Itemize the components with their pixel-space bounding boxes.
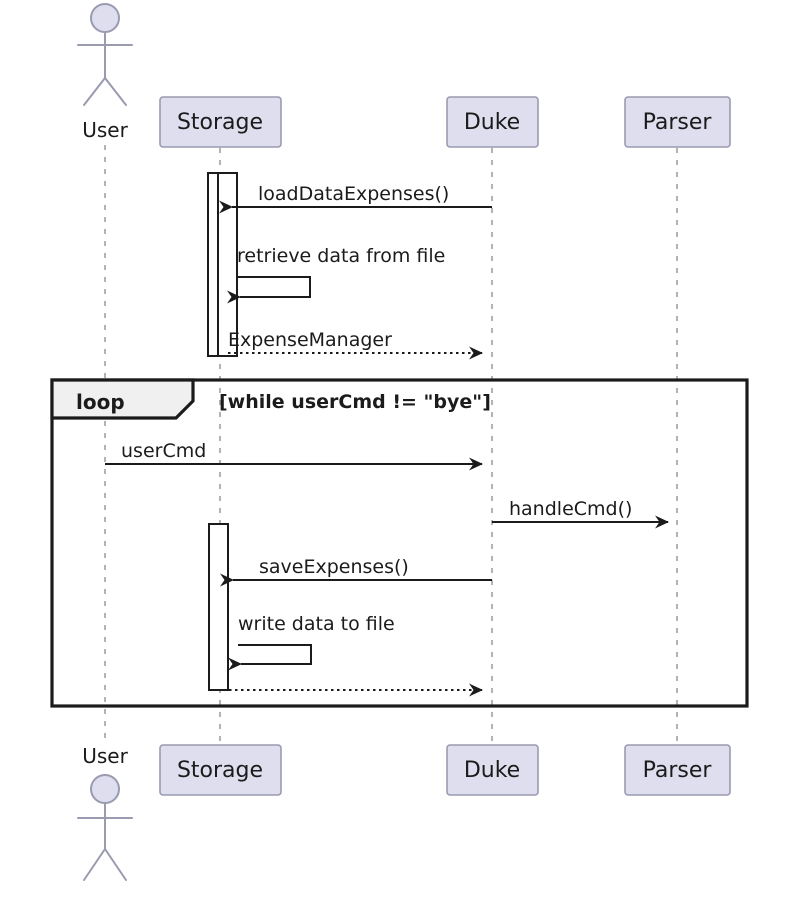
loop-frame-guard-label: [while userCmd != "bye"] (219, 391, 491, 413)
message-expense-manager-return[interactable]: ExpenseManager (228, 329, 483, 360)
loop-frame-tab-label: loop (76, 390, 125, 414)
message-label-save-expenses: saveExpenses() (259, 556, 409, 578)
participant-duke-bottom[interactable]: Duke (446, 744, 539, 796)
participant-label-duke-top: Duke (464, 110, 520, 135)
actor-head-icon (90, 3, 120, 33)
message-label-expense-manager: ExpenseManager (228, 329, 392, 351)
message-write-data-to-file[interactable]: write data to file (228, 613, 395, 671)
activation-bar-storage-inner (217, 172, 238, 357)
participant-box-storage-top (159, 96, 282, 148)
actor-user-top[interactable]: User (77, 3, 133, 142)
message-label-write-data-to-file: write data to file (238, 613, 395, 635)
actor-head-icon-bottom (90, 774, 120, 804)
loop-frame-outline (50, 378, 749, 708)
participant-label-parser-bottom: Parser (643, 758, 713, 783)
participant-label-parser-top: Parser (643, 110, 713, 135)
message-retrieve-data-from-file[interactable]: retrieve data from file (227, 245, 445, 304)
message-selfloop-write-data-to-file (228, 644, 312, 671)
participant-box-duke-top (446, 96, 539, 148)
actor-left-leg-line (83, 77, 106, 106)
message-handle-cmd[interactable]: handleCmd() (492, 498, 669, 529)
actor-right-leg-line (104, 77, 127, 106)
actor-user-bottom[interactable]: User (77, 744, 133, 881)
participant-label-duke-bottom: Duke (464, 758, 520, 783)
participant-duke-top[interactable]: Duke (446, 96, 539, 148)
loop-frame-tab (50, 378, 195, 420)
participant-box-parser-bottom (624, 744, 731, 796)
message-save-expenses[interactable]: saveExpenses() (220, 556, 492, 587)
participant-box-duke-bottom (446, 744, 539, 796)
participant-parser-top[interactable]: Parser (624, 96, 731, 148)
participant-label-storage-top: Storage (177, 110, 263, 135)
message-label-load-data-expenses: loadDataExpenses() (258, 183, 449, 205)
actor-right-leg-line-bottom (104, 848, 127, 881)
actor-left-leg-line-bottom (83, 848, 106, 881)
message-selfloop-retrieve-data-from-file (227, 276, 311, 304)
actor-label-user-bottom: User (82, 744, 128, 768)
message-label-retrieve-data-from-file: retrieve data from file (237, 245, 445, 267)
participant-parser-bottom[interactable]: Parser (624, 744, 731, 796)
activation-bar-storage-second (208, 523, 229, 691)
message-label-user-cmd: userCmd (121, 440, 206, 462)
participant-box-parser-top (624, 96, 731, 148)
message-label-handle-cmd: handleCmd() (509, 498, 632, 520)
participant-label-storage-bottom: Storage (177, 758, 263, 783)
participant-storage-top[interactable]: Storage (159, 96, 282, 148)
participant-storage-bottom[interactable]: Storage (159, 744, 282, 796)
message-user-cmd[interactable]: userCmd (105, 440, 483, 471)
combined-fragment-loop[interactable]: loop [while userCmd != "bye"] (50, 378, 749, 708)
participant-box-storage-bottom (159, 744, 282, 796)
actor-label-user-top: User (82, 118, 128, 142)
message-load-data-expenses[interactable]: loadDataExpenses() (219, 183, 492, 214)
